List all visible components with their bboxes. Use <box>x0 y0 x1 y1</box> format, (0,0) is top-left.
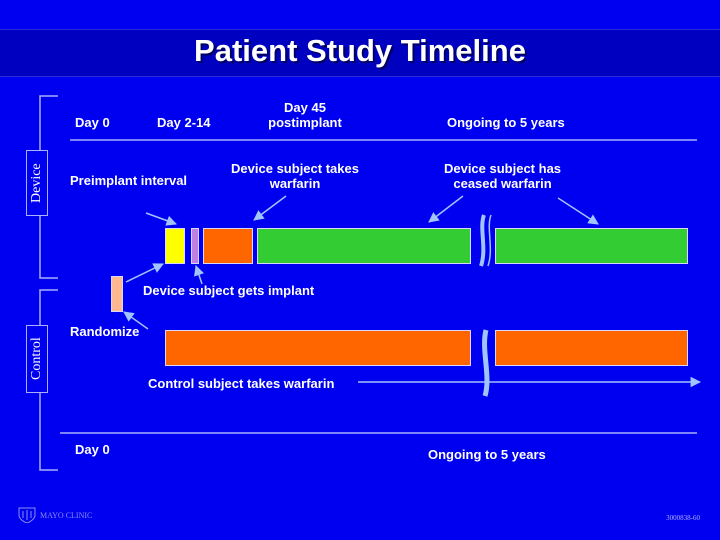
device-day45-label: Day 45 postimplant <box>245 100 365 130</box>
slide-code: 3000838-60 <box>666 514 700 522</box>
implant-arrow-left <box>125 263 164 283</box>
control-break-mark <box>482 329 490 397</box>
control-day0-label: Day 0 <box>75 442 110 457</box>
device-side-label: Device <box>26 150 48 216</box>
preimplant-arrow <box>145 212 177 226</box>
device-day0-label: Day 0 <box>75 115 110 130</box>
preimplant-bar <box>165 228 185 264</box>
device-post-warfarin-bar <box>257 228 471 264</box>
preimplant-interval-label: Preimplant interval <box>70 173 188 188</box>
control-warfarin-bar <box>165 330 471 366</box>
ceased-line2: ceased warfarin <box>453 176 552 191</box>
device-takes-warfarin-label: Device subject takes warfarin <box>220 161 370 191</box>
ceased-line1: Device subject has <box>443 161 562 176</box>
takes-warfarin-line1: Device subject takes <box>231 161 359 176</box>
implant-bar <box>191 228 199 264</box>
device-warfarin-bar <box>203 228 253 264</box>
implant-arrow-right <box>194 265 204 285</box>
device-ongoing-label: Ongoing to 5 years <box>447 115 565 130</box>
control-takes-warfarin-label: Control subject takes warfarin <box>148 376 335 391</box>
device-break-mark <box>479 214 486 267</box>
ongoing-arrow <box>557 197 599 225</box>
mayo-shield-icon <box>18 507 36 523</box>
randomize-label: Randomize <box>70 324 140 339</box>
page-title: Patient Study Timeline <box>194 33 526 68</box>
device-day2-14-label: Day 2-14 <box>157 115 211 130</box>
randomize-marker <box>111 276 123 312</box>
ceased-warfarin-arrow <box>428 195 464 223</box>
takes-warfarin-line2: warfarin <box>269 176 321 191</box>
gets-implant-label: Device subject gets implant <box>143 283 315 298</box>
control-side-label: Control <box>26 325 48 393</box>
randomize-arrow <box>123 311 149 330</box>
mayo-clinic-logo: MAYO CLINIC <box>18 507 92 523</box>
day45-line1: Day 45 <box>284 100 326 115</box>
device-ongoing-bar <box>495 228 688 264</box>
day45-line2: postimplant <box>268 115 342 130</box>
device-ceased-warfarin-label: Device subject has ceased warfarin <box>425 161 580 191</box>
control-ongoing-bar <box>495 330 688 366</box>
logo-text: MAYO CLINIC <box>40 510 93 520</box>
title-band <box>0 29 720 77</box>
takes-warfarin-arrow <box>253 195 287 221</box>
control-ongoing-label: Ongoing to 5 years <box>428 447 546 462</box>
